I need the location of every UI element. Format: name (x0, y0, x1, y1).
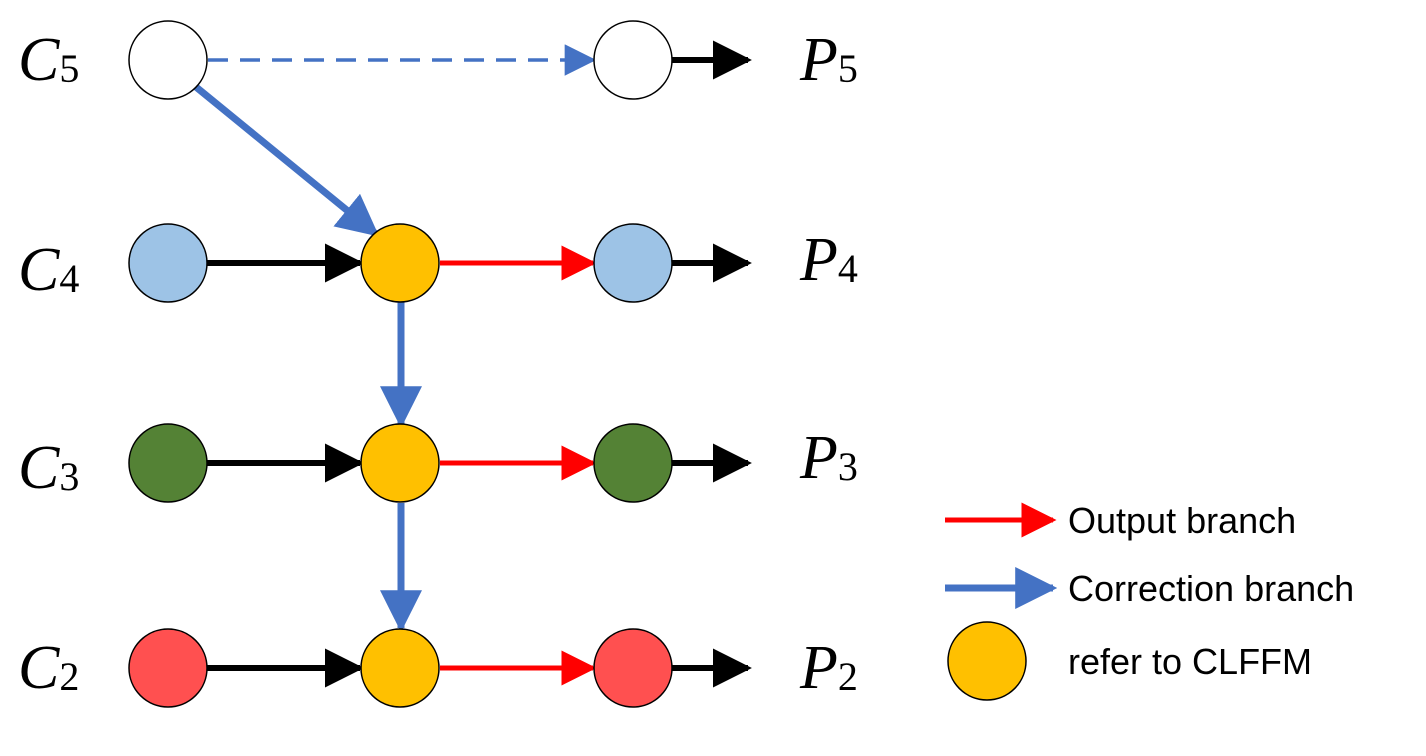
fusion-node-4 (360, 223, 440, 303)
label-p3: P3 (799, 424, 858, 492)
label-c5: C5 (18, 26, 79, 94)
fusion-node-2 (360, 628, 440, 708)
legend-item-correction-branch: Correction branch (945, 567, 1354, 609)
legend-output-branch-label: Output branch (1068, 500, 1296, 541)
label-p5: P5 (799, 26, 858, 94)
input-node-c4 (128, 223, 208, 303)
legend-module-node (947, 621, 1027, 701)
output-node-p5 (593, 20, 673, 100)
input-node-c5 (128, 20, 208, 100)
legend-module-label: refer to CLFFM (1068, 641, 1312, 682)
label-c4: C4 (18, 236, 79, 304)
output-node-p3 (593, 423, 673, 503)
label-c2: C2 (18, 634, 79, 702)
legend-correction-branch-label: Correction branch (1068, 568, 1354, 609)
legend-item-output-branch: Output branch (945, 500, 1296, 541)
output-node-p2 (593, 628, 673, 708)
label-c3: C3 (18, 434, 79, 502)
input-node-c3 (128, 423, 208, 503)
label-p4: P4 (799, 226, 858, 294)
fusion-node-3 (360, 423, 440, 503)
output-node-p4 (593, 223, 673, 303)
label-p2: P2 (799, 634, 858, 702)
legend: Output branch Correction branch refer to… (945, 500, 1354, 701)
input-node-c2 (128, 628, 208, 708)
correction-arrow-c5-to-fusion4 (193, 84, 380, 237)
legend-item-module: refer to CLFFM (947, 621, 1312, 701)
